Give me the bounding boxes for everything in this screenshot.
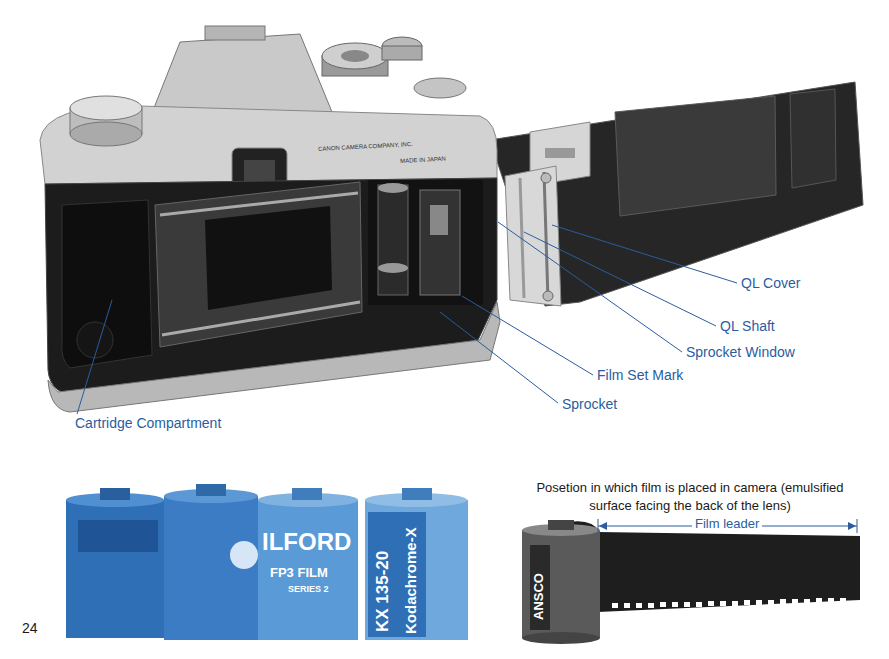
- product-text: SERIES 2: [288, 584, 329, 594]
- film-cartridges: [66, 484, 468, 640]
- leader-lines: [77, 222, 737, 414]
- figure-caption: Posetion in which film is placed in came…: [525, 479, 855, 515]
- product-text: KX 135-20: [373, 551, 393, 632]
- camera-body: [40, 26, 863, 412]
- page-number: 24: [22, 620, 38, 636]
- callout-label: Film Set Mark: [597, 367, 683, 383]
- callout-label: QL Shaft: [720, 318, 775, 334]
- product-text: FP3 FILM: [270, 566, 328, 581]
- brand-text: ANSCO: [532, 573, 547, 620]
- dimension-label: Film leader: [692, 517, 762, 532]
- callout-label: Sprocket: [562, 396, 617, 412]
- callout-label: QL Cover: [741, 275, 800, 291]
- brand-text: ILFORD: [262, 528, 351, 556]
- brand-text: Kodachrome-X: [402, 527, 419, 634]
- callout-label: Cartridge Compartment: [75, 415, 221, 431]
- film-in-camera-position: [522, 520, 860, 644]
- callout-label: Sprocket Window: [686, 344, 795, 360]
